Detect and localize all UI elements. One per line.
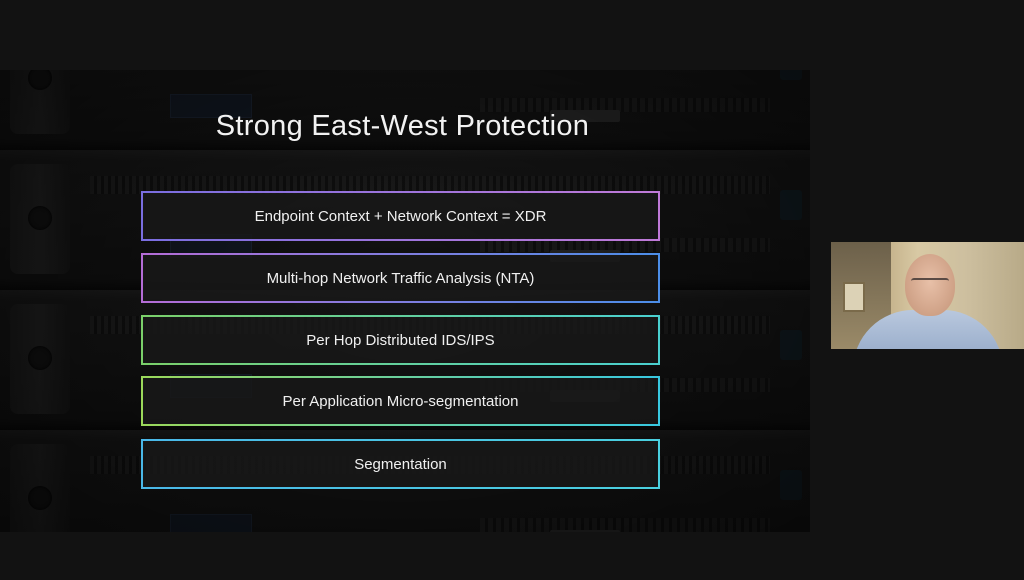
slide-title: Strong East-West Protection xyxy=(215,110,590,142)
layer-label: Endpoint Context + Network Context = XDR xyxy=(254,207,547,225)
layer-xdr: Endpoint Context + Network Context = XDR xyxy=(141,191,660,241)
layer-label: Segmentation xyxy=(354,455,447,473)
layer-label: Per Application Micro-segmentation xyxy=(282,392,519,410)
shared-slide: Strong East-West Protection Endpoint Con… xyxy=(0,70,810,532)
presenter-video-thumbnail[interactable] xyxy=(831,242,1024,349)
layer-ids-ips: Per Hop Distributed IDS/IPS xyxy=(141,315,660,365)
layer-nta: Multi-hop Network Traffic Analysis (NTA) xyxy=(141,253,660,303)
layer-label: Multi-hop Network Traffic Analysis (NTA) xyxy=(266,269,535,287)
layer-label: Per Hop Distributed IDS/IPS xyxy=(306,331,495,349)
layer-micro-segmentation: Per Application Micro-segmentation xyxy=(141,376,660,426)
layer-segmentation: Segmentation xyxy=(141,439,660,489)
